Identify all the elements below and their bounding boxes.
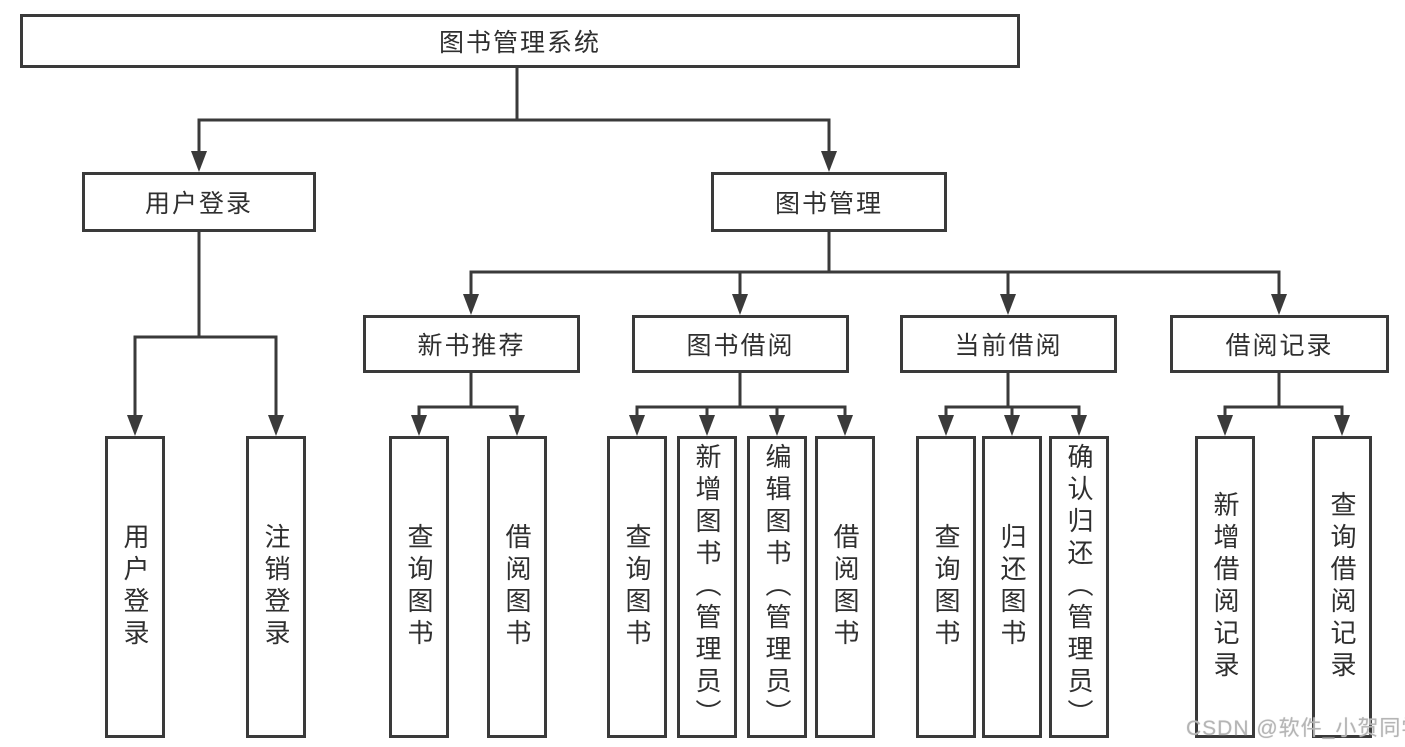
arrowheads (127, 151, 1350, 436)
node-new-book-recommendation: 新书推荐 (363, 315, 580, 373)
leaf-query-books-current: 查询图书 (916, 436, 976, 738)
leaf-borrow-books-recommendation: 借阅图书 (487, 436, 547, 738)
node-label: 用户登录 (144, 190, 253, 218)
leaf-label: 查询借阅记录 (1327, 491, 1357, 683)
node-library-management-system: 图书管理系统 (20, 14, 1020, 68)
csdn-watermark: CSDN @软件_小贺同学 (1186, 717, 1405, 740)
node-label: 图书管理系统 (438, 29, 601, 57)
leaf-edit-books-admin: 编辑图书（管理员） (747, 436, 807, 738)
leaf-logout: 注销登录 (246, 436, 306, 738)
node-user-login: 用户登录 (82, 172, 316, 232)
leaf-label: 编辑图书（管理员） (762, 443, 792, 731)
leaf-query-books-recommendation: 查询图书 (389, 436, 449, 738)
leaf-label: 借阅图书 (830, 523, 860, 651)
leaf-label: 归还图书 (997, 523, 1027, 651)
leaf-label: 新增图书（管理员） (692, 443, 722, 731)
leaf-label: 借阅图书 (502, 523, 532, 651)
node-book-management: 图书管理 (711, 172, 947, 232)
leaf-add-books-admin: 新增图书（管理员） (677, 436, 737, 738)
leaf-label: 用户登录 (120, 523, 150, 651)
leaf-query-borrowing-record: 查询借阅记录 (1312, 436, 1372, 738)
node-borrowing-records: 借阅记录 (1170, 315, 1389, 373)
connector-paths (133, 68, 1344, 428)
node-label: 图书管理 (774, 190, 883, 218)
leaf-label: 查询图书 (622, 523, 652, 651)
node-current-borrowing: 当前借阅 (900, 315, 1117, 373)
node-label: 新书推荐 (417, 332, 526, 360)
node-label: 借阅记录 (1225, 332, 1334, 360)
leaf-return-books: 归还图书 (982, 436, 1042, 738)
leaf-label: 新增借阅记录 (1210, 491, 1240, 683)
node-label: 图书借阅 (686, 332, 795, 360)
leaf-label: 查询图书 (404, 523, 434, 651)
node-label: 当前借阅 (954, 332, 1063, 360)
leaf-query-books-borrowing: 查询图书 (607, 436, 667, 738)
leaf-label: 确认归还（管理员） (1064, 443, 1094, 731)
leaf-add-borrowing-record: 新增借阅记录 (1195, 436, 1255, 738)
leaf-confirm-return-admin: 确认归还（管理员） (1049, 436, 1109, 738)
leaf-user-login: 用户登录 (105, 436, 165, 738)
leaf-borrow-books-borrowing: 借阅图书 (815, 436, 875, 738)
node-book-borrowing: 图书借阅 (632, 315, 849, 373)
leaf-label: 注销登录 (261, 523, 291, 651)
leaf-label: 查询图书 (931, 523, 961, 651)
